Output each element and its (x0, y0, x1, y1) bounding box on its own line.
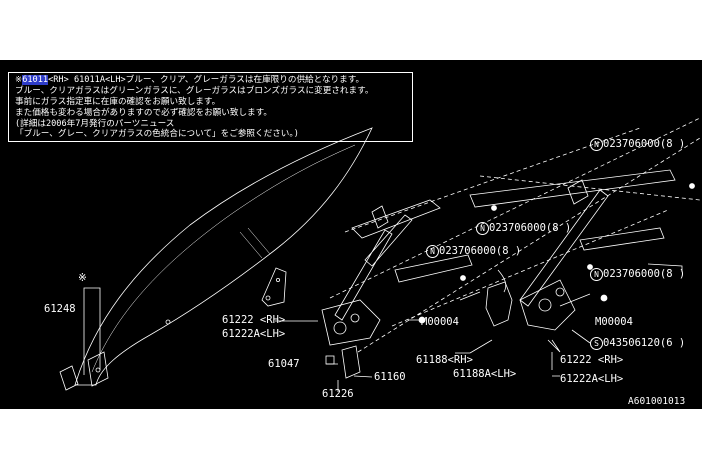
asterisk-marker: ※ (78, 272, 87, 284)
diagram-canvas (0, 60, 702, 409)
part-label-61248[interactable]: 61248 (44, 303, 76, 315)
bracket-61160 (341, 345, 361, 379)
part-label-m00004-left[interactable]: M00004 (421, 316, 459, 328)
note-line-1: ※61011<RH> 61011A<LH>ブルー、クリア、グレーガラスは在庫限り… (15, 75, 364, 86)
figure-id: A601001013 (628, 396, 686, 407)
regulator-left-motor (321, 299, 381, 346)
glass-lower-bracket (59, 351, 109, 391)
part-label-61188a-lh[interactable]: 61188A<LH> (453, 368, 517, 380)
clip-61047 (325, 355, 335, 365)
regulator-left-arm (334, 199, 441, 321)
leader-lines (83, 263, 683, 392)
regulator-right-channel (579, 227, 665, 251)
note-prefix: ※ (15, 75, 23, 85)
note-highlight-part[interactable]: 61011 (22, 75, 49, 85)
door-glass-inner-line (91, 144, 356, 373)
part-label-m00004-right[interactable]: M00004 (595, 316, 633, 328)
note-text-1: <RH> 61011A<LH>ブルー、クリア、グレーガラスは在庫限りの供給となり… (48, 75, 365, 85)
n-circle-icon: N (426, 245, 439, 258)
projection-lines (329, 117, 701, 353)
motor-unit (485, 281, 513, 327)
s-circle-icon: S (590, 337, 603, 350)
cable (459, 269, 507, 301)
note-line-3: 事前にガラス指定車に在庫の確認をお願い致します。 (15, 97, 221, 107)
door-glass-outline (74, 127, 373, 386)
part-label-61226[interactable]: 61226 (322, 388, 354, 400)
n-circle-icon: N (476, 222, 489, 235)
n-circle-icon: N (590, 138, 603, 151)
part-label-61222a-lh-right[interactable]: 61222A<LH> (560, 373, 624, 385)
part-label-61188-rh[interactable]: 61188<RH> (416, 354, 473, 366)
regulator-left-channel (394, 254, 473, 283)
supersession-note-box: ※61011<RH> 61011A<LH>ブルー、クリア、グレーガラスは在庫限り… (8, 72, 413, 142)
note-line-6: 「ブルー、グレー、クリアガラスの色統合について」をご参照ください。) (15, 129, 299, 139)
part-label-61160[interactable]: 61160 (374, 371, 406, 383)
glass-mid-bracket (261, 267, 287, 307)
regulator-right-arm (469, 169, 676, 307)
n-circle-icon: N (590, 268, 603, 281)
part-label-61047[interactable]: 61047 (268, 358, 300, 370)
part-label-61222a-lh-left[interactable]: 61222A<LH> (222, 328, 286, 340)
part-label-61222-rh-left[interactable]: 61222 <RH> (222, 314, 286, 326)
glass-reflection-lines (239, 227, 271, 259)
regulator-right-motor (519, 279, 576, 331)
note-line-4: また価格も変わる場合がありますので必ず確認をお願い致します。 (15, 108, 272, 118)
part-label-61222-rh-right[interactable]: 61222 <RH> (560, 354, 624, 366)
note-line-2: ブルー、クリアガラスはグリーンガラスに、グレーガラスはブロンズガラスに変更されま… (15, 86, 374, 96)
note-line-5: (詳細は2006年7月発行のパーツニュース (15, 119, 175, 129)
